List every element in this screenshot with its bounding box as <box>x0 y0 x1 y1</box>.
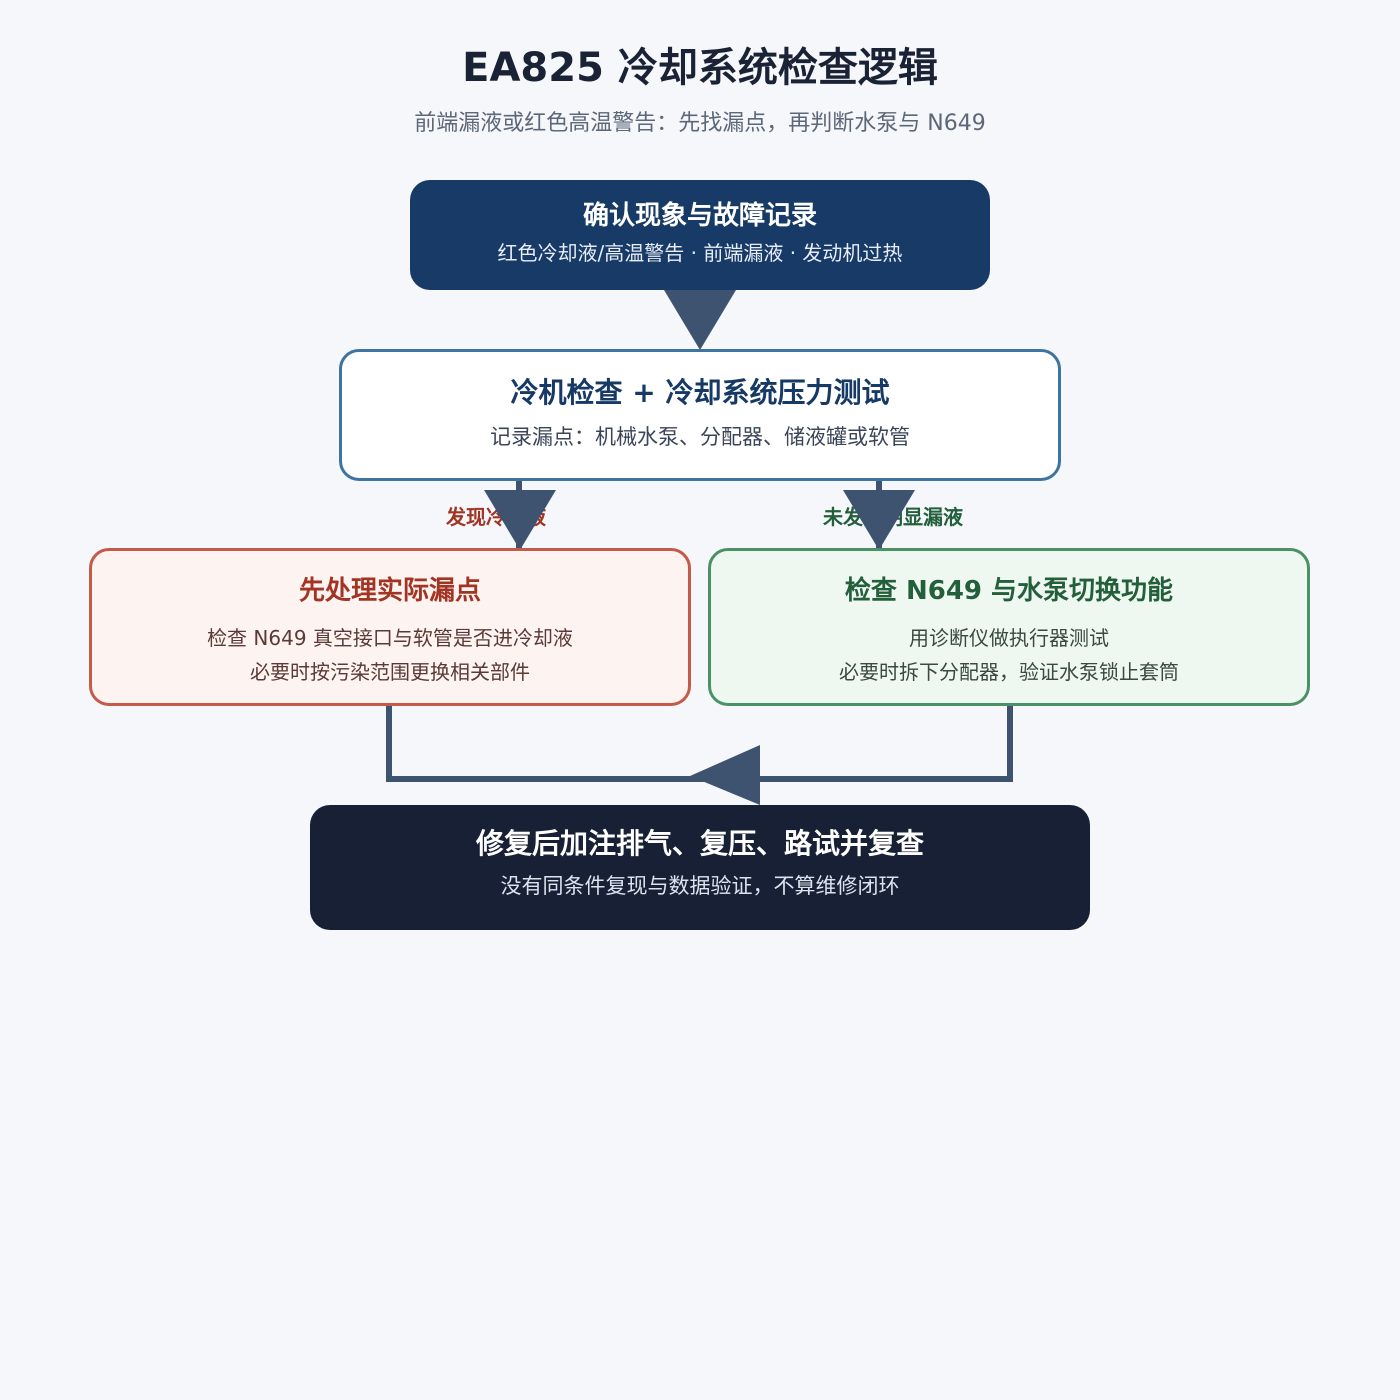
arrowhead-to-final <box>690 745 760 805</box>
node-pressure-test-heading: 冷机检查 + 冷却系统压力测试 <box>510 376 890 409</box>
node-symptom: 确认现象与故障记录 红色冷却液/高温警告 · 前端漏液 · 发动机过热 <box>410 180 990 290</box>
node-symptom-detail: 红色冷却液/高温警告 · 前端漏液 · 发动机过热 <box>497 241 903 265</box>
node-no-leak-line-2: 必要时拆下分配器，验证水泵锁止套筒 <box>839 660 1179 684</box>
node-final-heading: 修复后加注排气、复压、路试并复查 <box>475 827 924 860</box>
node-no-leak: 检查 N649 与水泵切换功能 用诊断仪做执行器测试 必要时拆下分配器，验证水泵… <box>708 548 1310 706</box>
node-leak-found-line-1: 检查 N649 真空接口与软管是否进冷却液 <box>207 626 573 650</box>
arrowhead-to-no-leak-branch <box>843 490 915 550</box>
connector-no-leak-merge <box>740 705 1013 782</box>
arrowhead-symptom-to-test <box>664 290 736 350</box>
node-final: 修复后加注排气、复压、路试并复查 没有同条件复现与数据验证，不算维修闭环 <box>310 805 1090 930</box>
node-symptom-heading: 确认现象与故障记录 <box>582 201 817 231</box>
node-final-detail: 没有同条件复现与数据验证，不算维修闭环 <box>500 874 900 898</box>
diagram-title: EA825 冷却系统检查逻辑 <box>462 45 938 91</box>
node-pressure-test-detail: 记录漏点：机械水泵、分配器、储液罐或软管 <box>490 425 910 449</box>
node-leak-found-line-2: 必要时按污染范围更换相关部件 <box>250 660 530 684</box>
node-leak-found: 先处理实际漏点 检查 N649 真空接口与软管是否进冷却液 必要时按污染范围更换… <box>89 548 691 706</box>
node-no-leak-heading: 检查 N649 与水泵切换功能 <box>844 576 1174 606</box>
node-no-leak-line-1: 用诊断仪做执行器测试 <box>909 626 1109 650</box>
connector-leak-merge <box>386 705 760 782</box>
diagram-subtitle: 前端漏液或红色高温警告：先找漏点，再判断水泵与 N649 <box>414 111 986 136</box>
node-pressure-test: 冷机检查 + 冷却系统压力测试 记录漏点：机械水泵、分配器、储液罐或软管 <box>339 349 1061 481</box>
arrowhead-to-leak-branch <box>484 490 556 550</box>
node-leak-found-heading: 先处理实际漏点 <box>298 576 481 606</box>
